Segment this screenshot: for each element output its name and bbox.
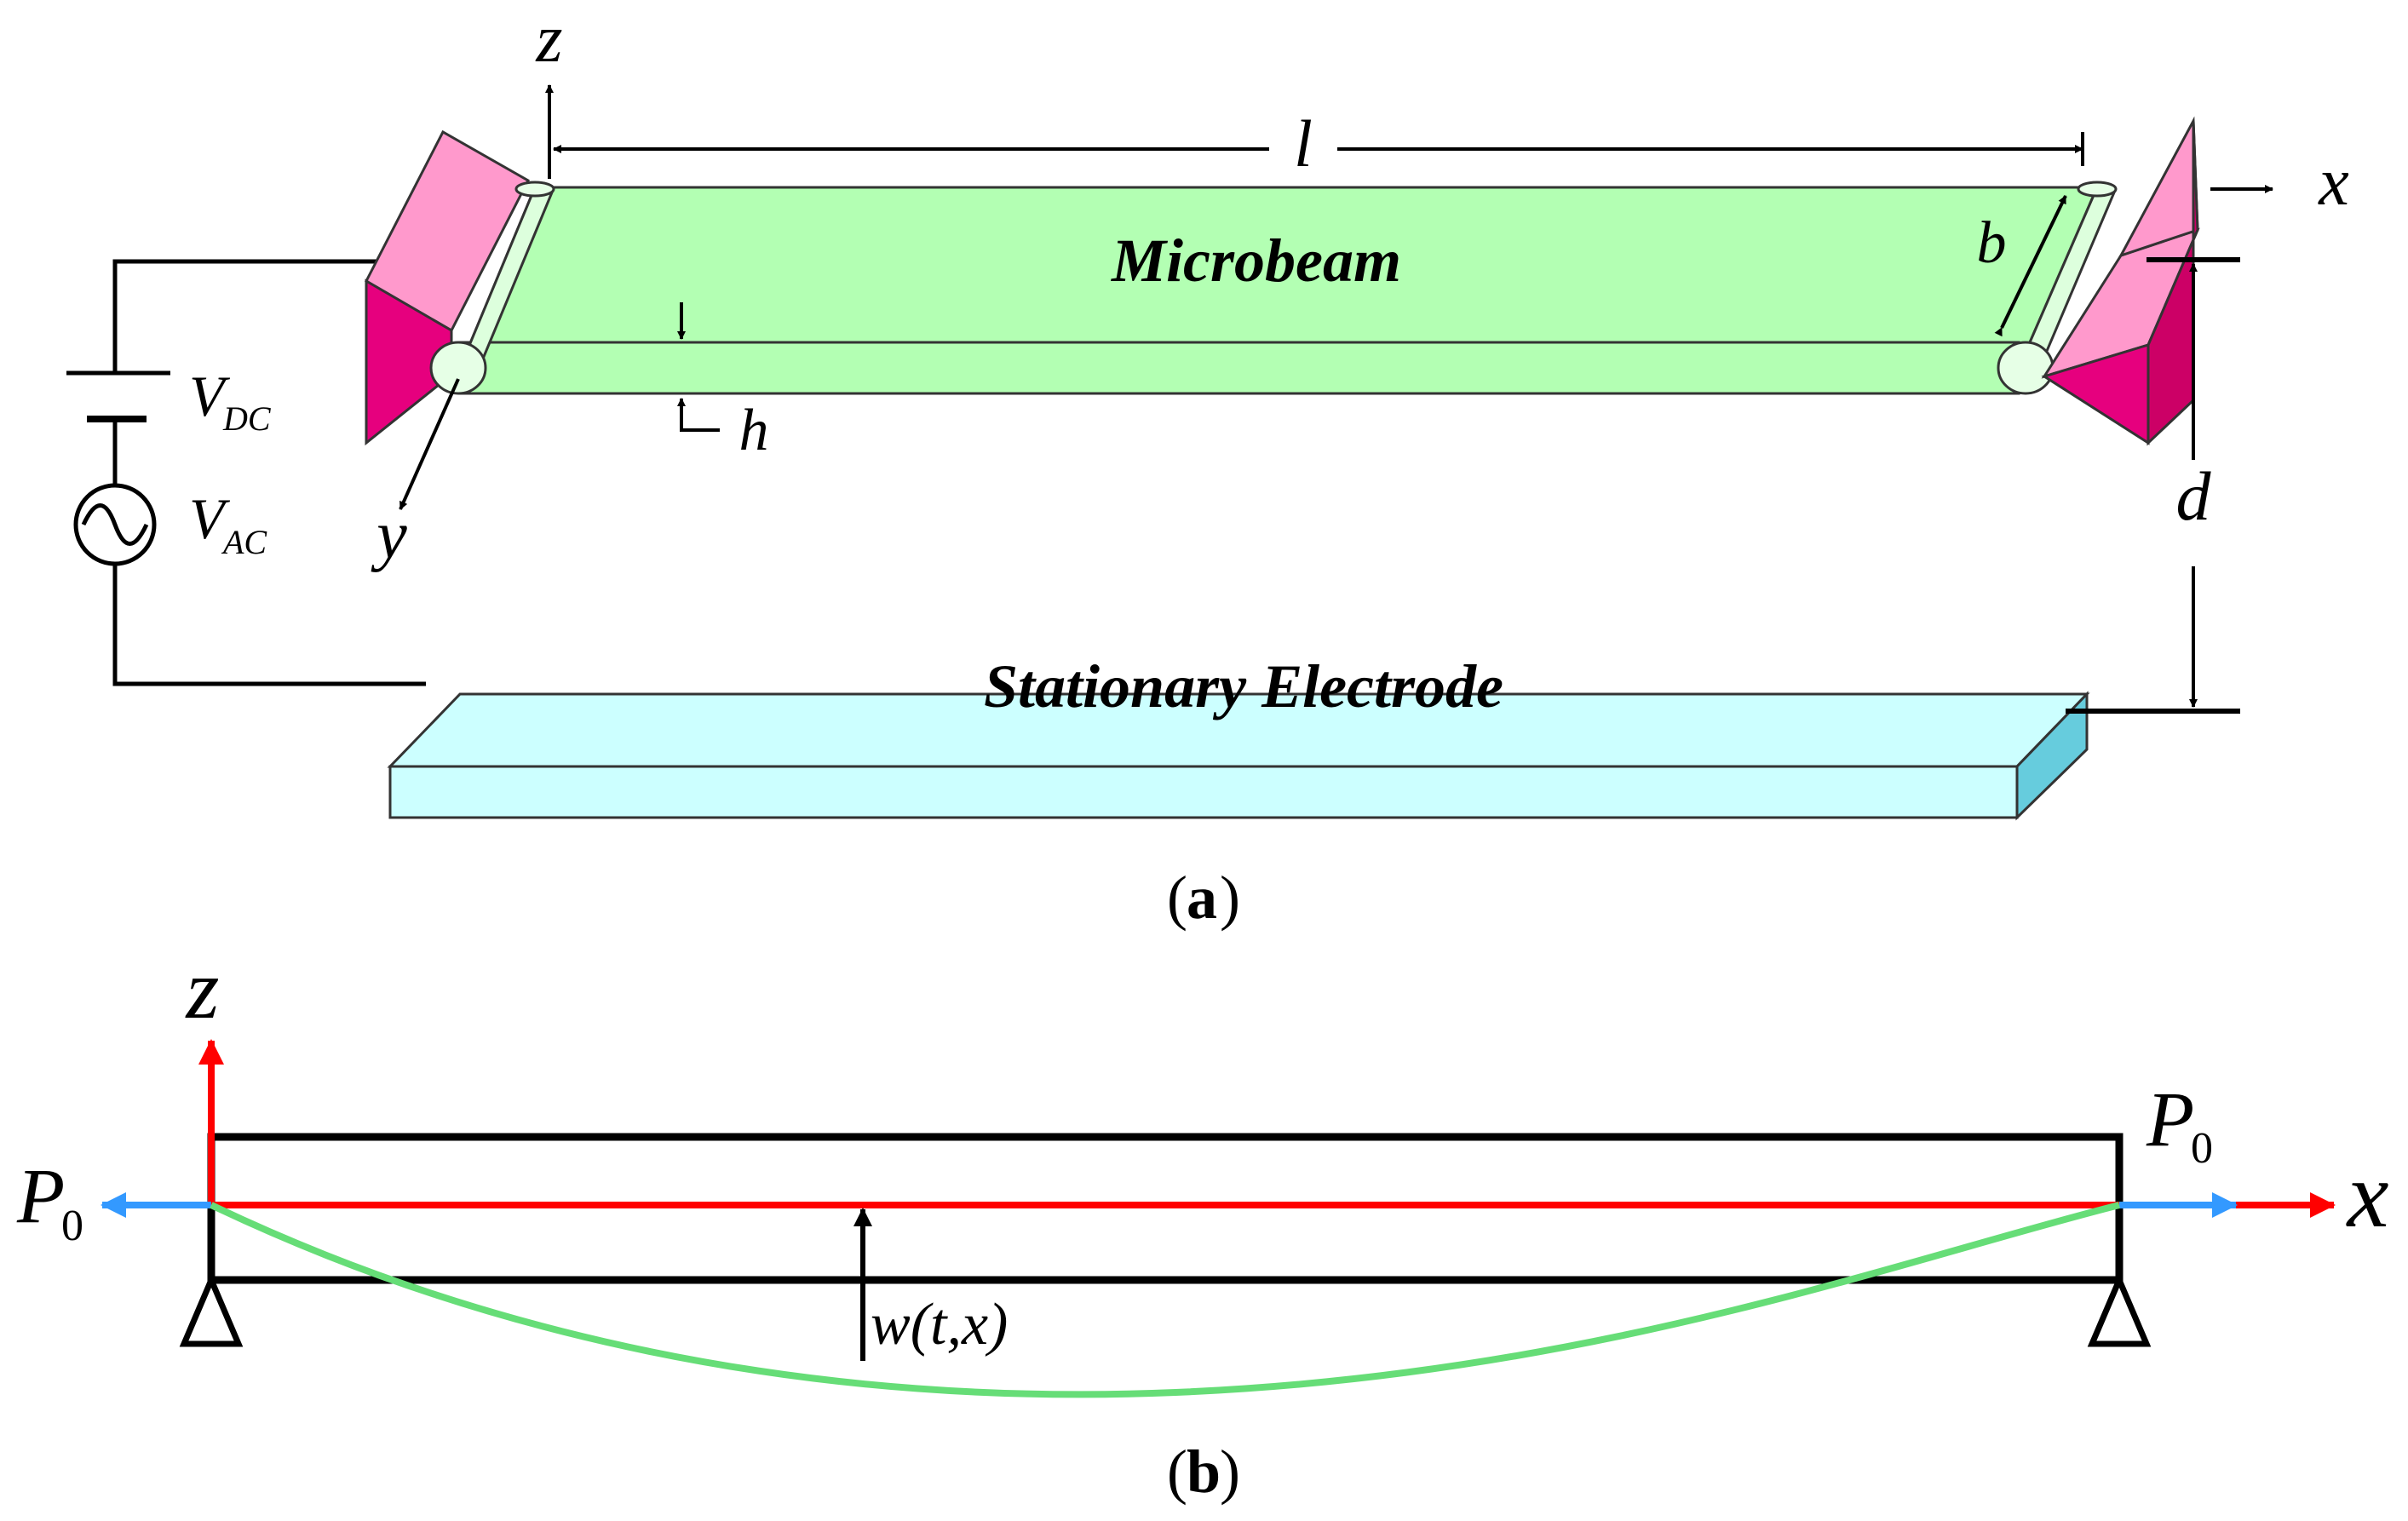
axis-x-label-a: x bbox=[2318, 145, 2349, 220]
beam-label: Microbeam bbox=[1111, 227, 1401, 295]
svg-text:V: V bbox=[189, 364, 231, 428]
left-pin bbox=[429, 341, 487, 395]
svg-text:a: a bbox=[1187, 864, 1217, 932]
load-left-label: P 0 bbox=[16, 1152, 83, 1250]
right-pin bbox=[1997, 341, 2055, 395]
svg-text:(: ( bbox=[1167, 1438, 1187, 1506]
right-support bbox=[2041, 116, 2200, 446]
svg-text:): ) bbox=[1220, 1438, 1240, 1506]
beam-front-face bbox=[458, 341, 2020, 395]
length-label: l bbox=[1294, 106, 1313, 181]
axis-x-label-b: x bbox=[2346, 1143, 2389, 1247]
electrode-label: Stationary Electrode bbox=[984, 652, 1503, 720]
caption-a: ( a ) bbox=[1167, 864, 1240, 932]
svg-text:P: P bbox=[2146, 1076, 2194, 1162]
axis-y-label-a: y bbox=[371, 498, 407, 573]
left-pin-support bbox=[179, 1272, 244, 1347]
deflection-curve bbox=[210, 1202, 2120, 1398]
svg-text:AC: AC bbox=[221, 523, 267, 561]
svg-text:0: 0 bbox=[61, 1202, 83, 1250]
axis-z-label-b: z bbox=[185, 942, 220, 1036]
dimensions bbox=[399, 84, 2273, 714]
stationary-electrode bbox=[387, 691, 2090, 821]
thickness-label: h bbox=[739, 398, 769, 463]
svg-text:0: 0 bbox=[2191, 1124, 2213, 1173]
panel-a: Microbeam Stationary Electrode l b h d x… bbox=[66, 2, 2349, 932]
svg-text:DC: DC bbox=[222, 399, 272, 438]
wire-top bbox=[112, 259, 379, 373]
right-roller-support bbox=[2087, 1272, 2152, 1347]
width-label: b bbox=[1977, 210, 2007, 276]
y-axis-arrow bbox=[399, 378, 460, 510]
gap-label: d bbox=[2176, 457, 2212, 535]
deflection-label: w(t,x) bbox=[871, 1292, 1008, 1357]
ac-sine-icon bbox=[81, 503, 149, 546]
caption-b: ( b ) bbox=[1167, 1438, 1240, 1506]
panel-b: z x P 0 P 0 w(t,x) ( b ) bbox=[16, 942, 2389, 1506]
svg-text:V: V bbox=[189, 486, 231, 551]
vdc-label: V DC bbox=[189, 364, 272, 438]
load-right-label: P 0 bbox=[2146, 1076, 2213, 1173]
width-arrow bbox=[1994, 195, 2067, 337]
svg-text:): ) bbox=[1220, 864, 1240, 932]
vac-label: V AC bbox=[189, 486, 267, 561]
right-support-triangle bbox=[2087, 1272, 2152, 1347]
svg-text:(: ( bbox=[1167, 864, 1187, 932]
left-support-triangle bbox=[179, 1272, 244, 1347]
thickness-arrow-bottom bbox=[677, 398, 720, 432]
svg-text:b: b bbox=[1187, 1438, 1221, 1506]
axis-z-label-a: z bbox=[535, 2, 562, 77]
circuit bbox=[66, 259, 426, 686]
svg-text:P: P bbox=[16, 1152, 65, 1239]
wire-bottom bbox=[112, 564, 426, 686]
